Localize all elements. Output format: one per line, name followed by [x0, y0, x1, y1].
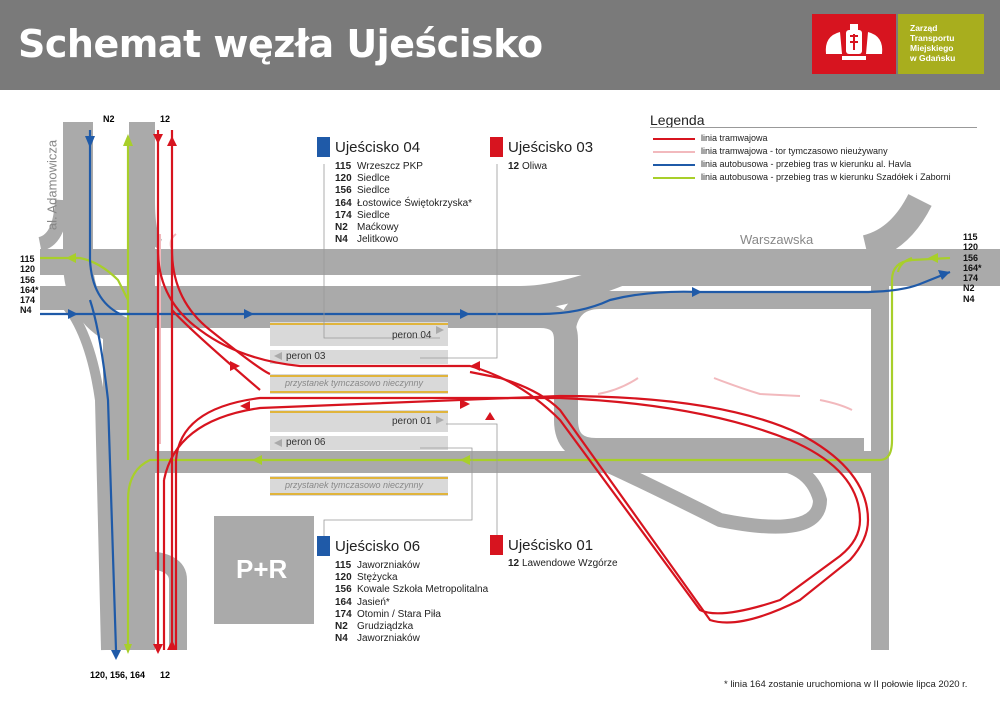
legend-title: Legenda — [650, 112, 705, 128]
peron-03-label: peron 03 — [286, 351, 326, 362]
top-label-n2: N2 — [103, 114, 115, 124]
legend-divider — [650, 127, 977, 128]
stop-06-title: Ujeścisko 06 — [335, 538, 421, 555]
stop-03-swatch — [490, 137, 503, 157]
park-ride-area — [214, 516, 314, 624]
page-title: Schemat węzła Ujeścisko — [18, 22, 543, 66]
park-ride-label: P+R — [236, 554, 288, 584]
stop-06-swatch — [317, 536, 330, 556]
organization-logo-text: Zarząd Transportu Miejskiego w Gdańsku — [898, 14, 984, 74]
temp-stop-lower-label: przystanek tymczasowo nieczynny — [285, 480, 424, 490]
platform-01 — [270, 410, 448, 432]
peron-01-label: peron 01 — [392, 416, 432, 427]
bottom-label-left: 120, 156, 164 — [90, 670, 146, 680]
bus-route-havla — [40, 130, 951, 651]
stop-03-title: Ujeścisko 03 — [508, 139, 594, 156]
street-adamowicza-label: al. Adamowicza — [44, 139, 60, 231]
temp-stop-upper-label: przystanek tymczasowo nieczynny — [285, 378, 424, 388]
stop-04-swatch — [317, 137, 330, 157]
gdansk-crest-logo — [812, 14, 896, 74]
platform-temp-lower — [270, 476, 448, 496]
bus-route-szadolek — [40, 140, 951, 650]
stop-01-title: Ujeścisko 01 — [508, 537, 594, 554]
callout-leaders — [323, 164, 498, 536]
platform-03 — [270, 350, 448, 364]
bottom-label-right: 12 — [160, 670, 171, 680]
platform-temp-upper — [270, 374, 448, 394]
stop-04-title: Ujeścisko 04 — [335, 139, 421, 156]
tram-route-12 — [156, 130, 870, 650]
peron-04-label: peron 04 — [392, 330, 432, 341]
platform-04 — [270, 322, 448, 346]
peron-06-label: peron 06 — [286, 437, 326, 448]
platforms — [270, 322, 448, 496]
top-label-12: 12 — [160, 114, 171, 124]
platform-06 — [270, 436, 448, 450]
stop-01-swatch — [490, 535, 503, 555]
footnote: * linia 164 zostanie uruchomiona w II po… — [724, 679, 968, 690]
road-network — [37, 122, 1000, 651]
street-warszawska-label: Warszawska — [740, 232, 814, 247]
